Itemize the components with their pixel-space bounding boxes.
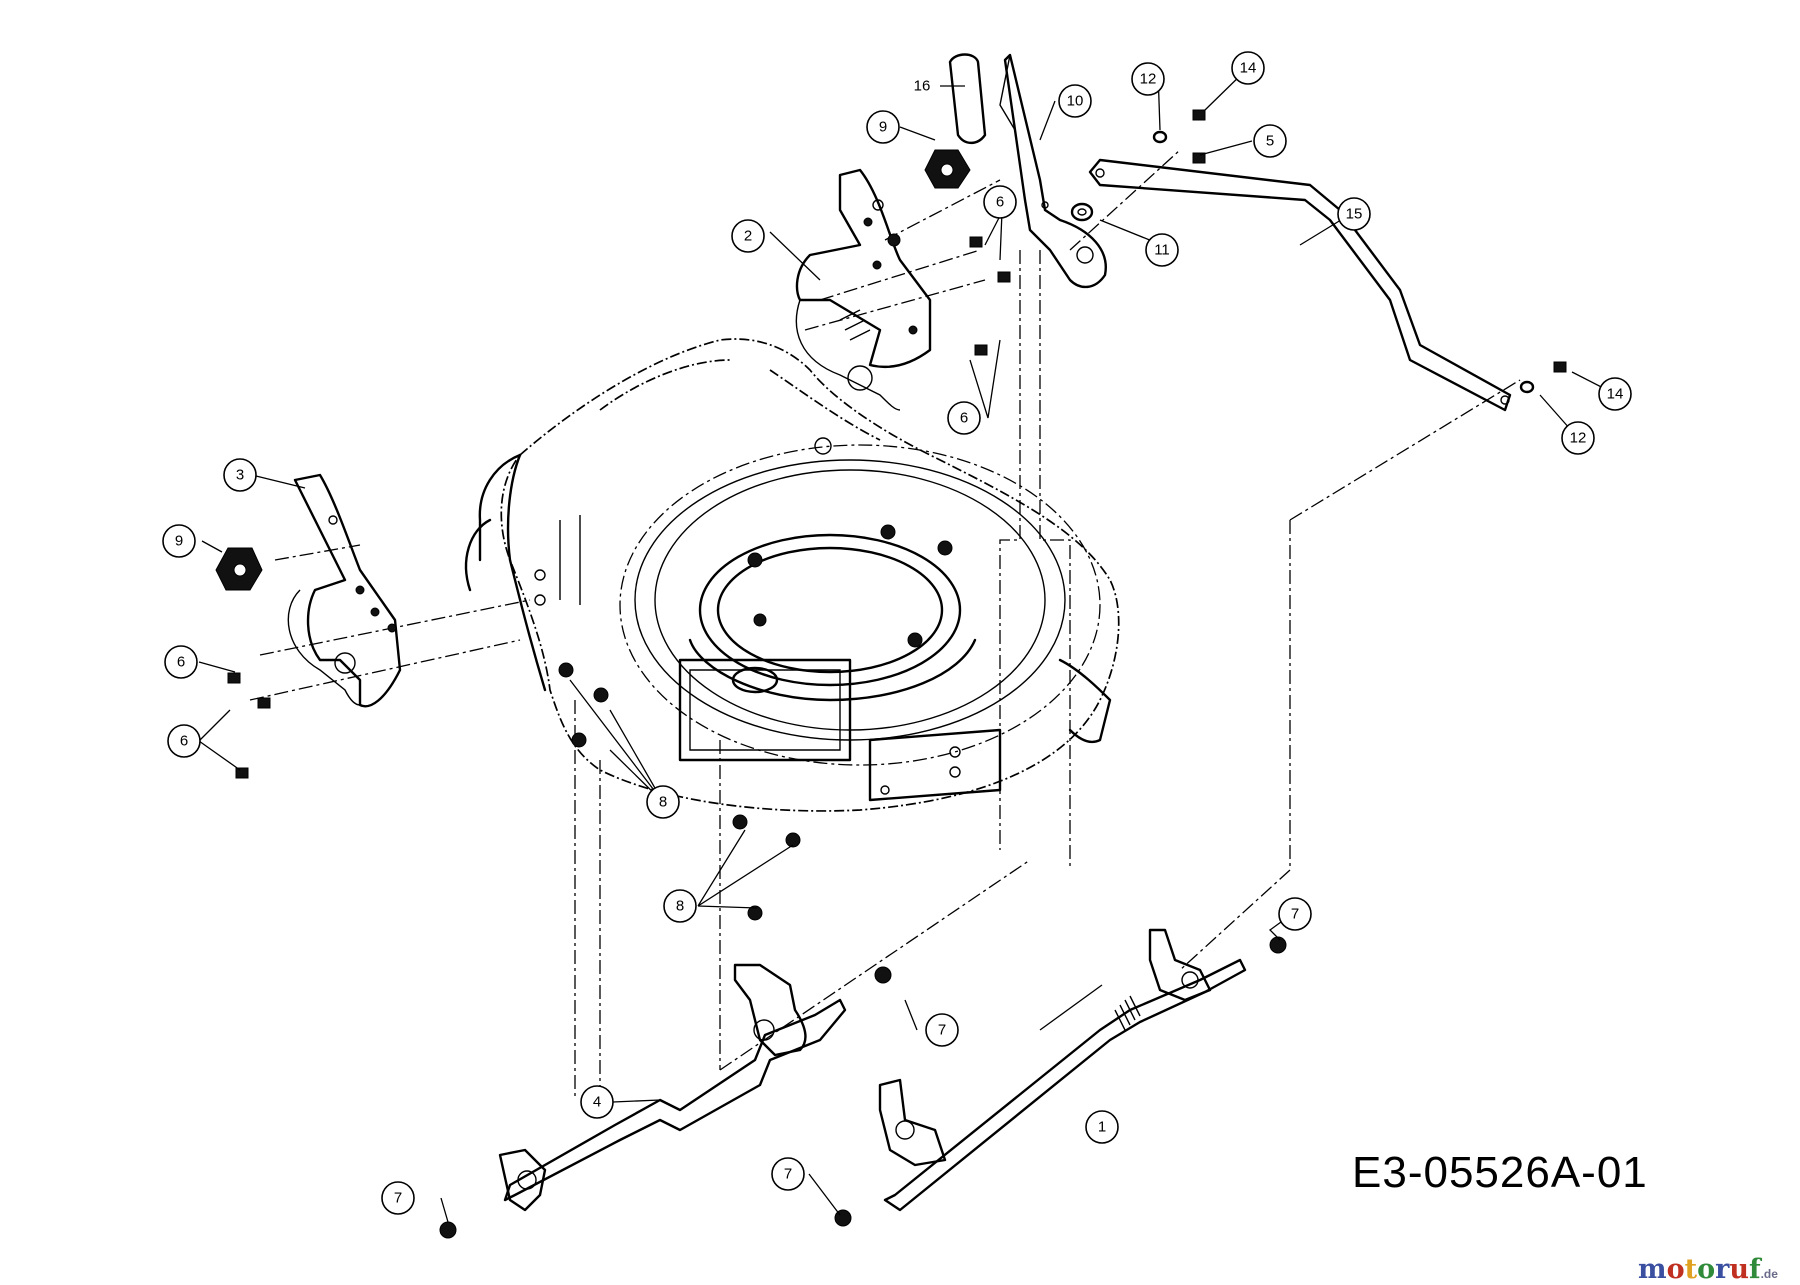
- label-16: 16: [914, 78, 931, 95]
- callout-7c: 7: [771, 1157, 805, 1191]
- adjustment-knob-left: [215, 547, 263, 591]
- callouts: 1 2 3 4 5 6 6 6 6 7 7 7 7 8 8 9 9 10 11 …: [162, 51, 1632, 1215]
- watermark-logo: motoruf.de: [1638, 1254, 1778, 1285]
- svg-text:6: 6: [180, 733, 188, 750]
- callout-14a: 14: [1231, 51, 1265, 85]
- svg-text:5: 5: [1266, 133, 1274, 150]
- watermark-suffix: .de: [1760, 1267, 1778, 1281]
- svg-text:6: 6: [960, 410, 968, 427]
- callout-3: 3: [223, 458, 257, 492]
- svg-text:3: 3: [236, 467, 244, 484]
- rear-axle: [878, 928, 1247, 1212]
- handle-grip: [948, 53, 987, 145]
- callout-10: 10: [1058, 84, 1092, 118]
- callout-8b: 8: [663, 889, 697, 923]
- callout-1: 1: [1085, 1110, 1119, 1144]
- svg-text:2: 2: [744, 228, 752, 245]
- adjustment-knob-top: [924, 149, 971, 189]
- callout-11: 11: [1145, 233, 1179, 267]
- front-axle: [498, 963, 847, 1212]
- svg-text:14: 14: [1240, 60, 1257, 77]
- fasteners: [227, 109, 1567, 1239]
- watermark-letter: r: [1715, 1254, 1730, 1285]
- callout-9a: 9: [866, 110, 900, 144]
- height-adjust-lever: [999, 53, 1107, 289]
- leader-lines: [198, 67, 1616, 1223]
- callout-12b: 12: [1561, 421, 1595, 455]
- callout-9b: 9: [162, 524, 196, 558]
- svg-text:7: 7: [938, 1022, 946, 1039]
- callout-15: 15: [1337, 197, 1371, 231]
- callout-6b: 6: [947, 401, 981, 435]
- callout-4: 4: [580, 1085, 614, 1119]
- height-adjust-bracket-right: [795, 168, 932, 411]
- watermark-letter: f: [1748, 1254, 1761, 1285]
- svg-text:10: 10: [1067, 93, 1084, 110]
- watermark-letter: o: [1666, 1254, 1685, 1285]
- callout-6d: 6: [167, 724, 201, 758]
- svg-text:1: 1: [1098, 1119, 1106, 1136]
- svg-text:11: 11: [1154, 242, 1170, 259]
- connecting-rod: [1088, 158, 1512, 412]
- watermark-letter: u: [1729, 1254, 1749, 1285]
- svg-text:12: 12: [1570, 430, 1587, 447]
- drawing-number: E3-05526A-01: [1352, 1148, 1648, 1197]
- callout-12a: 12: [1131, 62, 1165, 96]
- callout-2: 2: [731, 219, 765, 253]
- callout-6a: 6: [983, 185, 1017, 219]
- svg-text:8: 8: [659, 794, 667, 811]
- watermark-text: motoruf: [1638, 1254, 1761, 1285]
- svg-text:12: 12: [1140, 71, 1157, 88]
- mower-deck: [464, 338, 1120, 812]
- callout-8a: 8: [646, 785, 680, 819]
- svg-text:7: 7: [784, 1166, 792, 1183]
- callout-7a: 7: [381, 1181, 415, 1215]
- svg-text:15: 15: [1346, 206, 1363, 223]
- watermark-letter: o: [1697, 1254, 1716, 1285]
- watermark-letter: m: [1638, 1254, 1667, 1285]
- svg-text:9: 9: [175, 533, 183, 550]
- washer: [1070, 202, 1094, 222]
- svg-text:6: 6: [177, 654, 185, 671]
- callout-7d: 7: [1278, 897, 1312, 931]
- watermark-letter: t: [1684, 1254, 1698, 1285]
- svg-text:9: 9: [879, 119, 887, 136]
- callout-5: 5: [1253, 124, 1287, 158]
- callout-7b: 7: [925, 1013, 959, 1047]
- height-adjust-bracket-left: [287, 473, 402, 708]
- svg-text:16: 16: [914, 78, 931, 95]
- svg-text:14: 14: [1607, 386, 1624, 403]
- svg-text:4: 4: [593, 1094, 601, 1111]
- callout-14b: 14: [1598, 377, 1632, 411]
- svg-text:7: 7: [1291, 906, 1299, 923]
- svg-text:8: 8: [676, 898, 684, 915]
- assembly-lines: [249, 149, 1521, 1110]
- svg-text:7: 7: [394, 1190, 402, 1207]
- callout-6c: 6: [164, 645, 198, 679]
- svg-text:6: 6: [996, 194, 1004, 211]
